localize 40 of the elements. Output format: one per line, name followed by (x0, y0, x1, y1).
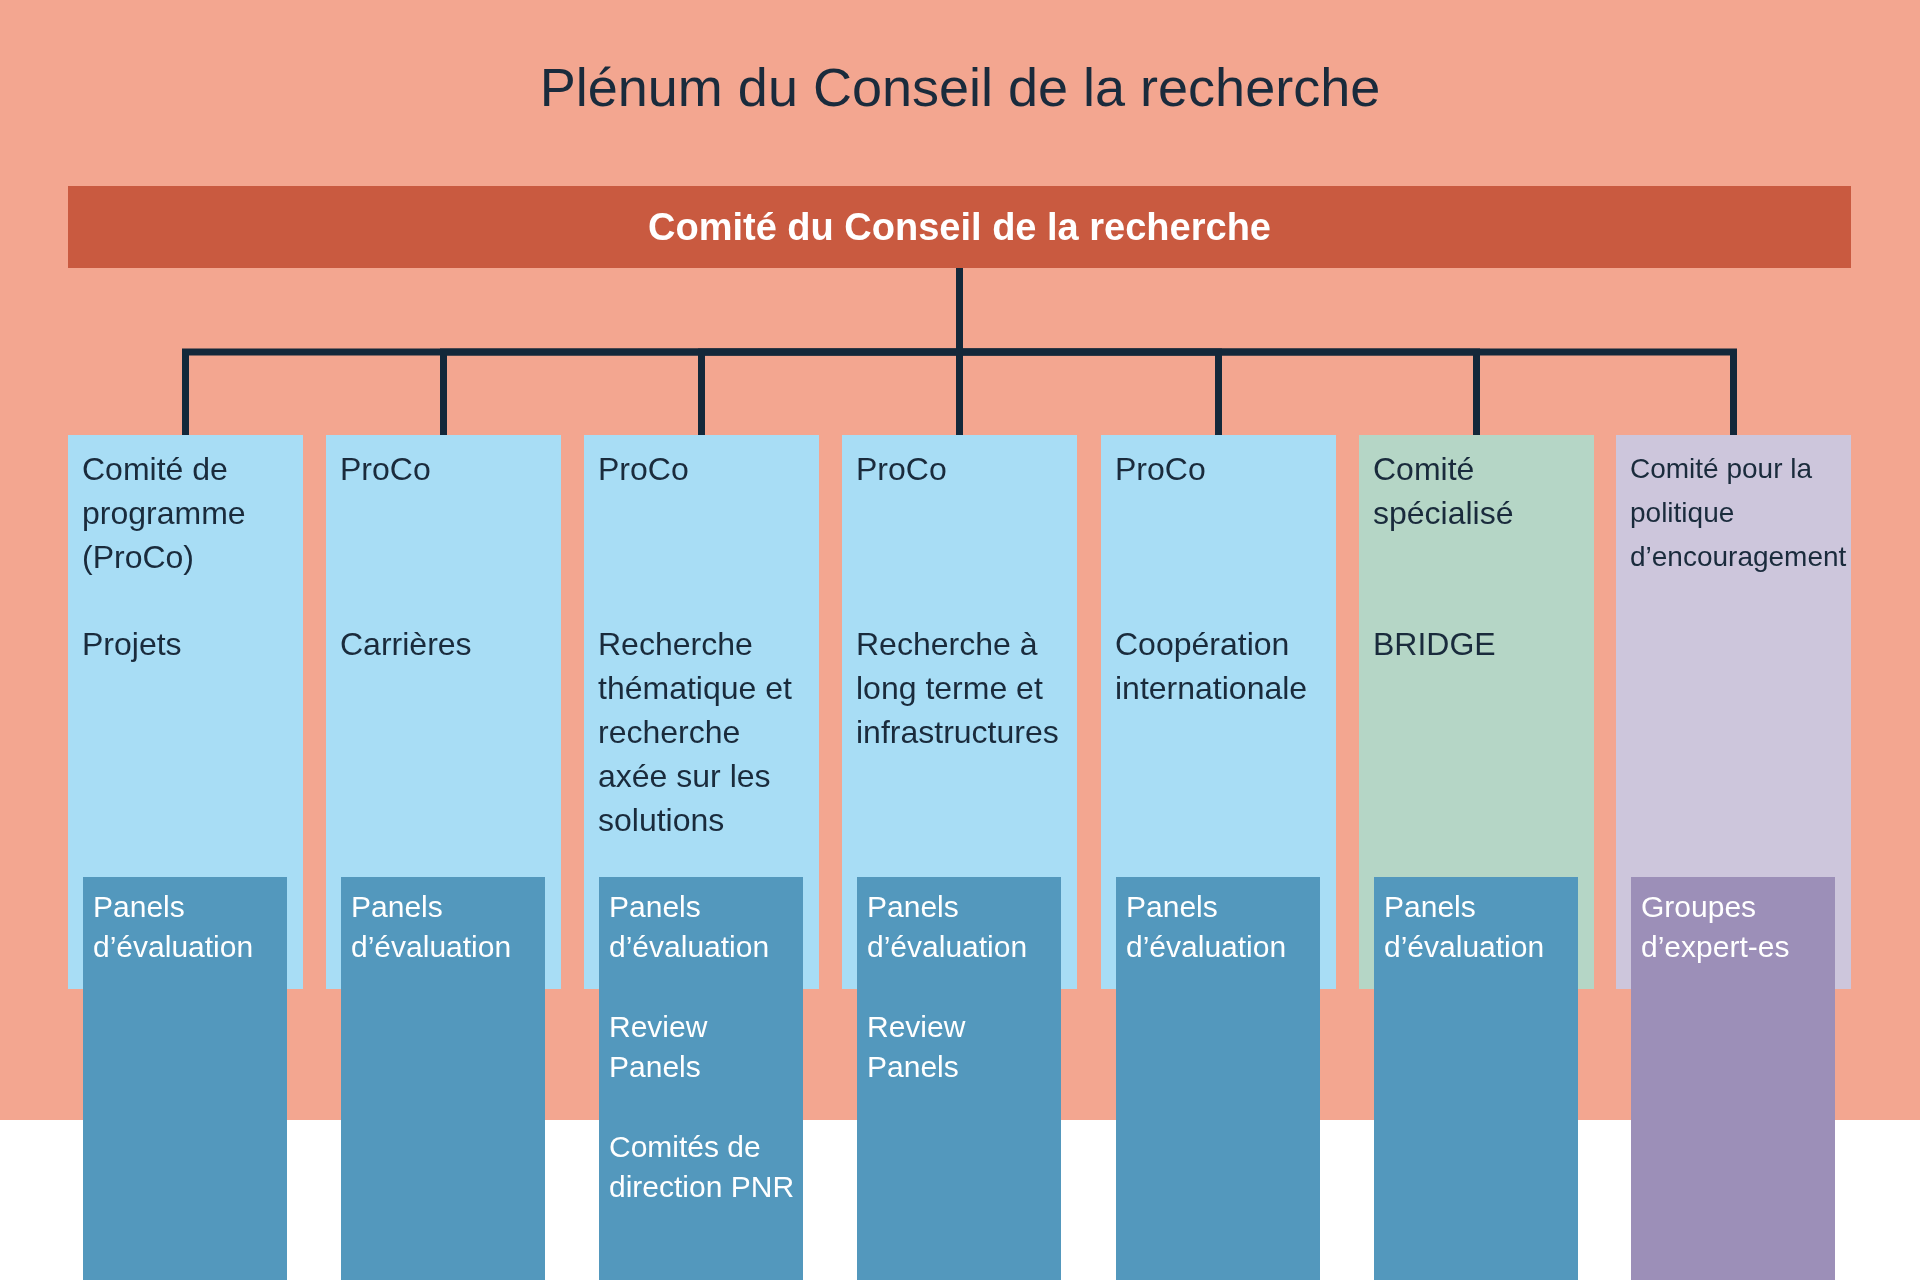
program-area: Carrières (340, 622, 557, 666)
committee-box (326, 435, 561, 877)
committee-bar (68, 186, 1851, 268)
panel-group-name: Comités de direction PNR (609, 1129, 796, 1205)
committee-title: Comité du Conseil de la recherche (647, 206, 1272, 249)
panel-group-name: Panels d’évaluation (1126, 889, 1288, 965)
committee-name: ProCo (1115, 450, 1207, 489)
panel-box (1116, 877, 1320, 1280)
committee-name: ProCo (340, 450, 432, 489)
panel-box (1631, 877, 1835, 1280)
committee-box (584, 435, 819, 877)
panel-group-name: Review Panels (609, 1009, 709, 1085)
committee-box (1616, 435, 1851, 877)
panel-box (1374, 877, 1578, 1280)
panel-group-name: Panels d’évaluation (351, 889, 513, 965)
panel-box (341, 877, 545, 1280)
panel-box (857, 877, 1061, 1280)
committee-name: ProCo (598, 450, 690, 489)
panel-group-name: Panels d’évaluation (1384, 889, 1546, 965)
committee-name: Comité pour la politique d’encouragement (1630, 452, 1847, 574)
program-area: Recherche à long terme et infrastructures (856, 622, 1073, 754)
panel-group-name: Panels d’évaluation (867, 889, 1029, 965)
committee-name: Comité de programme (ProCo) (82, 450, 247, 577)
panel-box (599, 877, 803, 1280)
committee-box (68, 435, 303, 877)
panel-group-name: Groupes d’expert-es (1641, 889, 1791, 965)
committee-box (842, 435, 1077, 877)
program-area: Coopération internationale (1115, 622, 1332, 710)
panel-group-name: Panels d’évaluation (93, 889, 255, 965)
program-area: Projets (82, 622, 299, 666)
committee-name: Comité spécialisé (1373, 450, 1515, 533)
committee-box (1101, 435, 1336, 877)
plenum-title: Plénum du Conseil de la recherche (538, 56, 1382, 118)
panel-group-name: Review Panels (867, 1009, 967, 1085)
program-area: BRIDGE (1373, 622, 1590, 666)
committee-name: ProCo (856, 450, 948, 489)
panel-group-name: Panels d’évaluation (609, 889, 771, 965)
panel-box (83, 877, 287, 1280)
committee-box (1359, 435, 1594, 877)
program-area: Recherche thématique et recherche axée sur les solutions (598, 622, 815, 842)
